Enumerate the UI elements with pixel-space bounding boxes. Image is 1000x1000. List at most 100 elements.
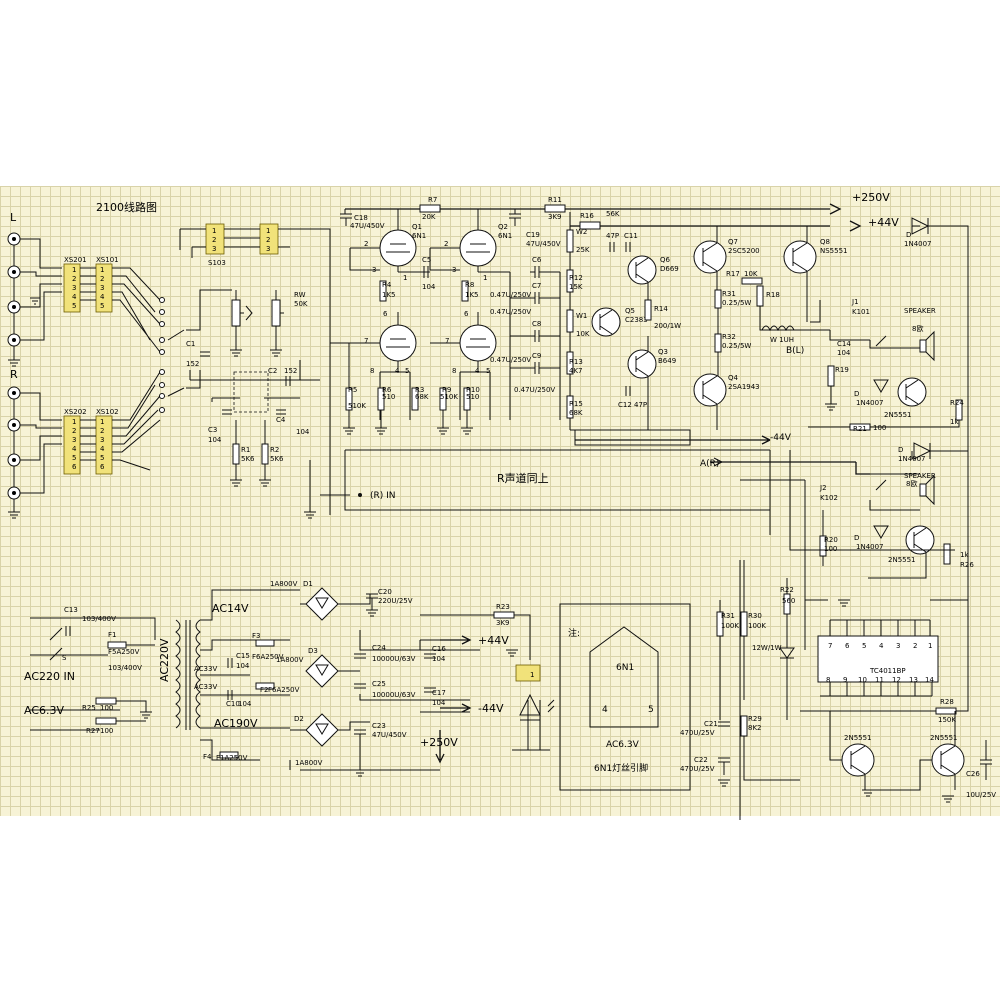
label-zener-rating: 12W/1W [752, 644, 782, 652]
bridge-d2 [305, 713, 339, 747]
label-tube-6n1: 6N1 [616, 663, 634, 673]
label-diode-d-value: 1N4007 [904, 240, 932, 248]
label-j1: J1 [851, 298, 859, 306]
label-cap047-d: 0.47U/250V [490, 356, 531, 364]
label-k101: K101 [852, 308, 870, 316]
label-r24-value: 1k [950, 418, 959, 426]
pin-6: 6 [464, 310, 469, 318]
pin: 1 [266, 227, 270, 235]
label-r1-value: 5K6 [241, 455, 255, 463]
driver-stage: W2 25K R12 15K W1 10K R13 4K7 R15 68K R1… [559, 210, 691, 446]
label-q6-value: D669 [660, 265, 679, 273]
label-s103: S103 [208, 259, 226, 267]
label-ac33-b: AC33V [194, 683, 217, 691]
label-r22-value: 560 [782, 597, 795, 605]
label-a-r: A(R) [700, 459, 719, 469]
label-r10: R10 [466, 386, 480, 394]
label-w1: W1 [576, 312, 587, 320]
label-f2-value: F6A250V [268, 686, 300, 694]
label-r26-value: 1k [960, 551, 969, 559]
label-c1: C1 [186, 340, 195, 348]
label-r7: R7 [428, 196, 437, 204]
label-r2-value: 5K6 [270, 455, 284, 463]
label-c12: C12 [618, 401, 632, 409]
pin: 3 [100, 284, 104, 292]
pin: 1 [100, 266, 104, 274]
label-minus44-rail: -44V [770, 433, 792, 443]
label-ac220-primary: AC220V [158, 638, 171, 682]
bridge-d3 [305, 654, 339, 688]
label-w1-value: 10K [576, 330, 590, 338]
ic-pin: 12 [892, 676, 901, 684]
label-c19-value: 47U/450V [526, 240, 561, 248]
label-q7: Q7 [728, 238, 738, 246]
label-ac63-input: AC6.3V [24, 704, 65, 717]
label-ohm-2: 8欧 [906, 479, 917, 488]
connector-xs101: XS101 1 2 3 4 5 [80, 256, 119, 313]
label-c13: C13 [64, 606, 78, 614]
label-d-lower-value: 1N4007 [856, 543, 884, 551]
label-c24: C24 [372, 644, 386, 652]
label-r20: R20 [824, 536, 838, 544]
label-f4-value: F1A250V [216, 754, 248, 762]
pin: 4 [72, 293, 77, 301]
label-r8: R8 [465, 281, 474, 289]
pin-7: 7 [445, 337, 449, 345]
label-c19: C19 [526, 231, 540, 239]
pin: 3 [100, 436, 104, 444]
label-xs102: XS102 [96, 408, 119, 416]
label-f3: F3 [252, 632, 260, 640]
label-c5: C5 [422, 256, 431, 264]
label-c6: C6 [532, 256, 542, 264]
label-diode-d2: D [898, 446, 903, 454]
pin: 4 [100, 293, 105, 301]
label-c26-value: 10U/25V [966, 791, 996, 799]
label-diode-d: D [906, 231, 911, 239]
pin: 3 [72, 284, 76, 292]
ic-pin: 4 [879, 642, 884, 650]
label-rw: RW [294, 291, 306, 299]
label-c22: C22 [694, 756, 708, 764]
label-r32: R32 [722, 333, 736, 341]
label-note: 注: [568, 627, 580, 639]
label-f3-value: F6A250V [252, 653, 284, 661]
label-c17-value: 104 [432, 699, 446, 707]
pin-5: 5 [405, 367, 409, 375]
label-2n5551-b: 2N5551 [930, 734, 958, 742]
label-r27: R27 [86, 727, 100, 735]
label-c10-value: 104 [238, 700, 252, 708]
label-r6-value: 510 [382, 393, 395, 401]
label-xs201: XS201 [64, 256, 87, 264]
label-r10-value: 510 [466, 393, 479, 401]
label-r21: R21 [853, 425, 867, 433]
channel-routing: R声道同上 (R) IN [304, 449, 955, 820]
label-r26: R26 [960, 561, 974, 569]
pin: 4 [72, 445, 77, 453]
label-r30: R30 [748, 612, 762, 620]
pin: 5 [100, 454, 104, 462]
label-c16: C16 [432, 645, 446, 653]
label-f1: F1 [108, 631, 116, 639]
ic-pin: 8 [826, 676, 830, 684]
ic-pin: 1 [928, 642, 932, 650]
label-plus250-rail: +250V [852, 191, 890, 204]
label-c2: C2 [268, 367, 277, 375]
pin: 5 [72, 454, 76, 462]
label-ohm-1: 8欧 [912, 324, 923, 333]
heater-note: 注: 6N1 4 5 AC6.3V 6N1灯丝引脚 [559, 603, 691, 791]
label-q8: Q8 [820, 238, 830, 246]
label-d3: D3 [308, 647, 318, 655]
label-speaker-1: SPEAKER [904, 307, 936, 315]
label-r12: R12 [569, 274, 583, 282]
label-f2: F2 [260, 686, 268, 694]
label-q7-value: 2SC5200 [728, 247, 760, 255]
label-ac14: AC14V [212, 602, 249, 615]
label-2n5551-a: 2N5551 [844, 734, 872, 742]
label-r25-value: 100 [100, 704, 113, 712]
label-pin-5: 5 [648, 705, 654, 715]
label-q3: Q3 [658, 348, 668, 356]
label-inductor: W 1UH [770, 336, 794, 344]
label-r3: R3 [415, 386, 424, 394]
label-r11-value: 3K9 [548, 213, 562, 221]
label-r1: R1 [241, 446, 250, 454]
